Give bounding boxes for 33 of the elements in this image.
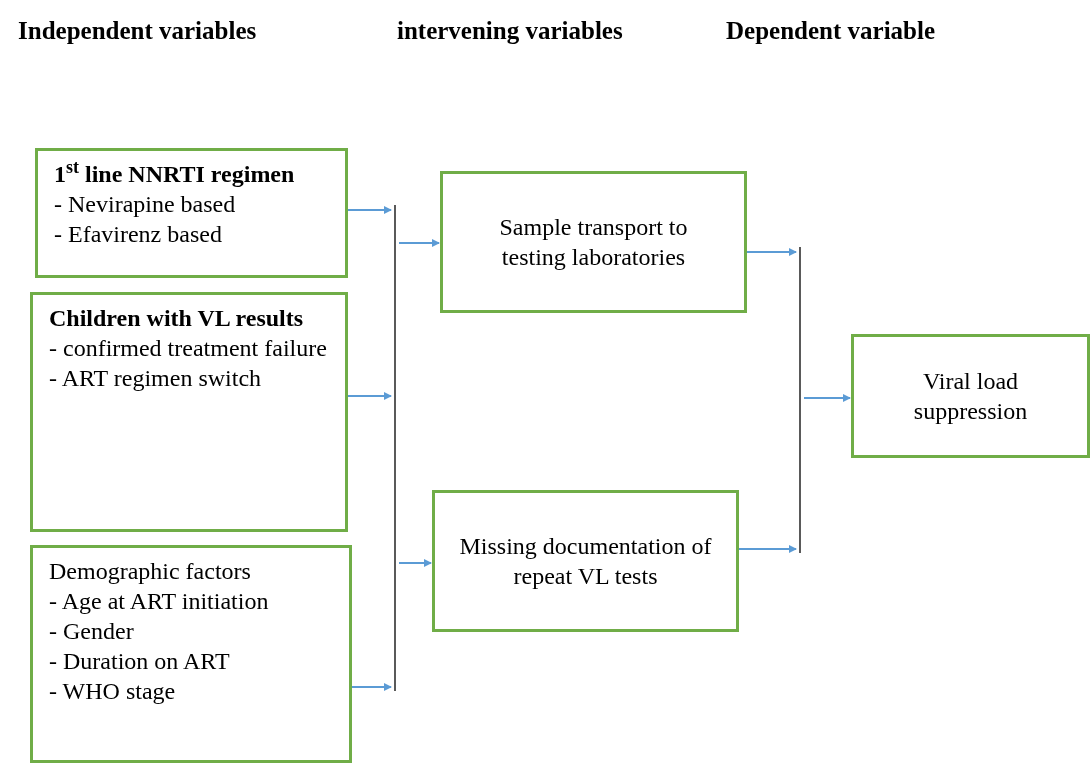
variable-box [30, 292, 348, 532]
list-item: - Efavirenz based [54, 220, 223, 249]
column-heading: intervening variables [397, 16, 623, 46]
box-heading: Demographic factors [49, 557, 252, 586]
variable-box [851, 334, 1090, 458]
variable-box [440, 171, 747, 313]
variable-box [35, 148, 348, 278]
list-item: - confirmed treatment failure [49, 334, 328, 363]
list-item: - WHO stage [49, 677, 177, 706]
arrow [347, 206, 392, 214]
column-heading: Dependent variable [726, 16, 936, 46]
box-text: Viral load suppression [912, 367, 1029, 426]
list-item: - Gender [49, 617, 135, 646]
box-heading: Children with VL results [49, 304, 305, 333]
connector-line [799, 246, 801, 554]
arrow [351, 683, 392, 691]
arrow [738, 545, 797, 553]
arrow [398, 239, 440, 247]
arrow [803, 394, 851, 402]
arrow [746, 248, 797, 256]
arrow [347, 392, 392, 400]
box-text: Sample transport to testing laboratories [498, 213, 689, 272]
list-item: - ART regimen switch [49, 364, 263, 393]
connector-line [394, 204, 396, 692]
variable-box [432, 490, 739, 632]
variable-box [30, 545, 352, 763]
list-item: - Nevirapine based [54, 190, 237, 219]
column-heading: Independent variables [18, 16, 257, 46]
list-item: - Age at ART initiation [49, 587, 270, 616]
box-text: Missing documentation of repeat VL tests [459, 532, 712, 591]
arrow [398, 559, 432, 567]
box-heading: 1$^{st}$ line NNRTI regimen [54, 159, 296, 189]
list-item: - Duration on ART [49, 647, 231, 676]
